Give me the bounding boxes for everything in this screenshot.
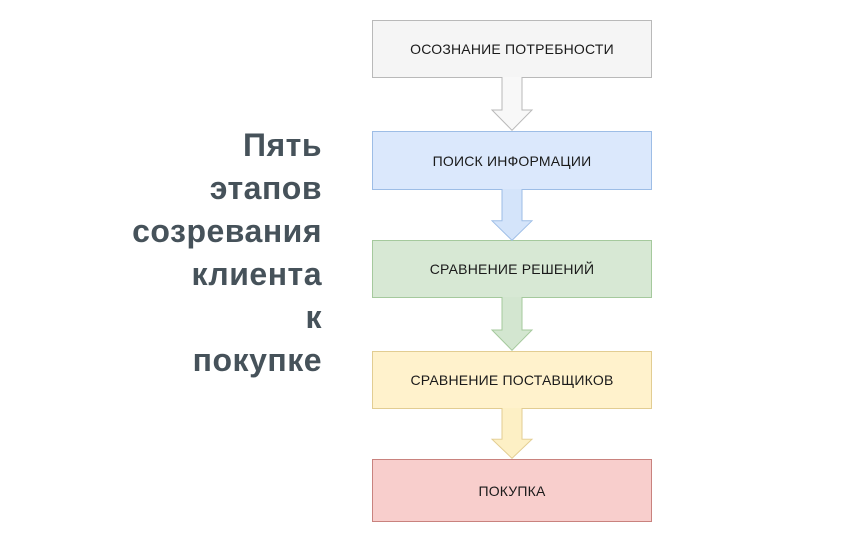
arrow-down-outline [490, 297, 534, 351]
arrow-down-shape [492, 297, 532, 351]
stage-box-information-search: ПОИСК ИНФОРМАЦИИ [372, 131, 652, 190]
stage-box-supplier-comparison: СРАВНЕНИЕ ПОСТАВЩИКОВ [372, 351, 652, 409]
arrow-down-icon [490, 297, 534, 351]
arrow-down-shape [492, 189, 532, 241]
arrow-down-outline [490, 408, 534, 459]
stage-box-need-recognition: ОСОЗНАНИЕ ПОТРЕБНОСТИ [372, 20, 652, 78]
stage-box-solution-comparison: СРАВНЕНИЕ РЕШЕНИЙ [372, 240, 652, 298]
arrow-down-icon [490, 77, 534, 131]
arrow-down-outline [490, 77, 534, 131]
arrow-down-outline [490, 189, 534, 241]
arrow-down-shape [492, 77, 532, 131]
diagram-title: Пять этапов созревания клиента к покупке [132, 127, 322, 378]
arrow-down-icon [490, 408, 534, 459]
stage-label: ОСОЗНАНИЕ ПОТРЕБНОСТИ [410, 41, 614, 57]
arrow-down-icon [490, 189, 534, 241]
stage-label: СРАВНЕНИЕ РЕШЕНИЙ [429, 261, 595, 277]
stage-label: СРАВНЕНИЕ ПОСТАВЩИКОВ [410, 372, 614, 388]
arrow-down-shape [492, 408, 532, 459]
stage-label: ПОИСК ИНФОРМАЦИИ [432, 152, 592, 169]
stage-label: ПОКУПКА [478, 482, 546, 499]
stage-box-purchase: ПОКУПКА [372, 459, 652, 522]
